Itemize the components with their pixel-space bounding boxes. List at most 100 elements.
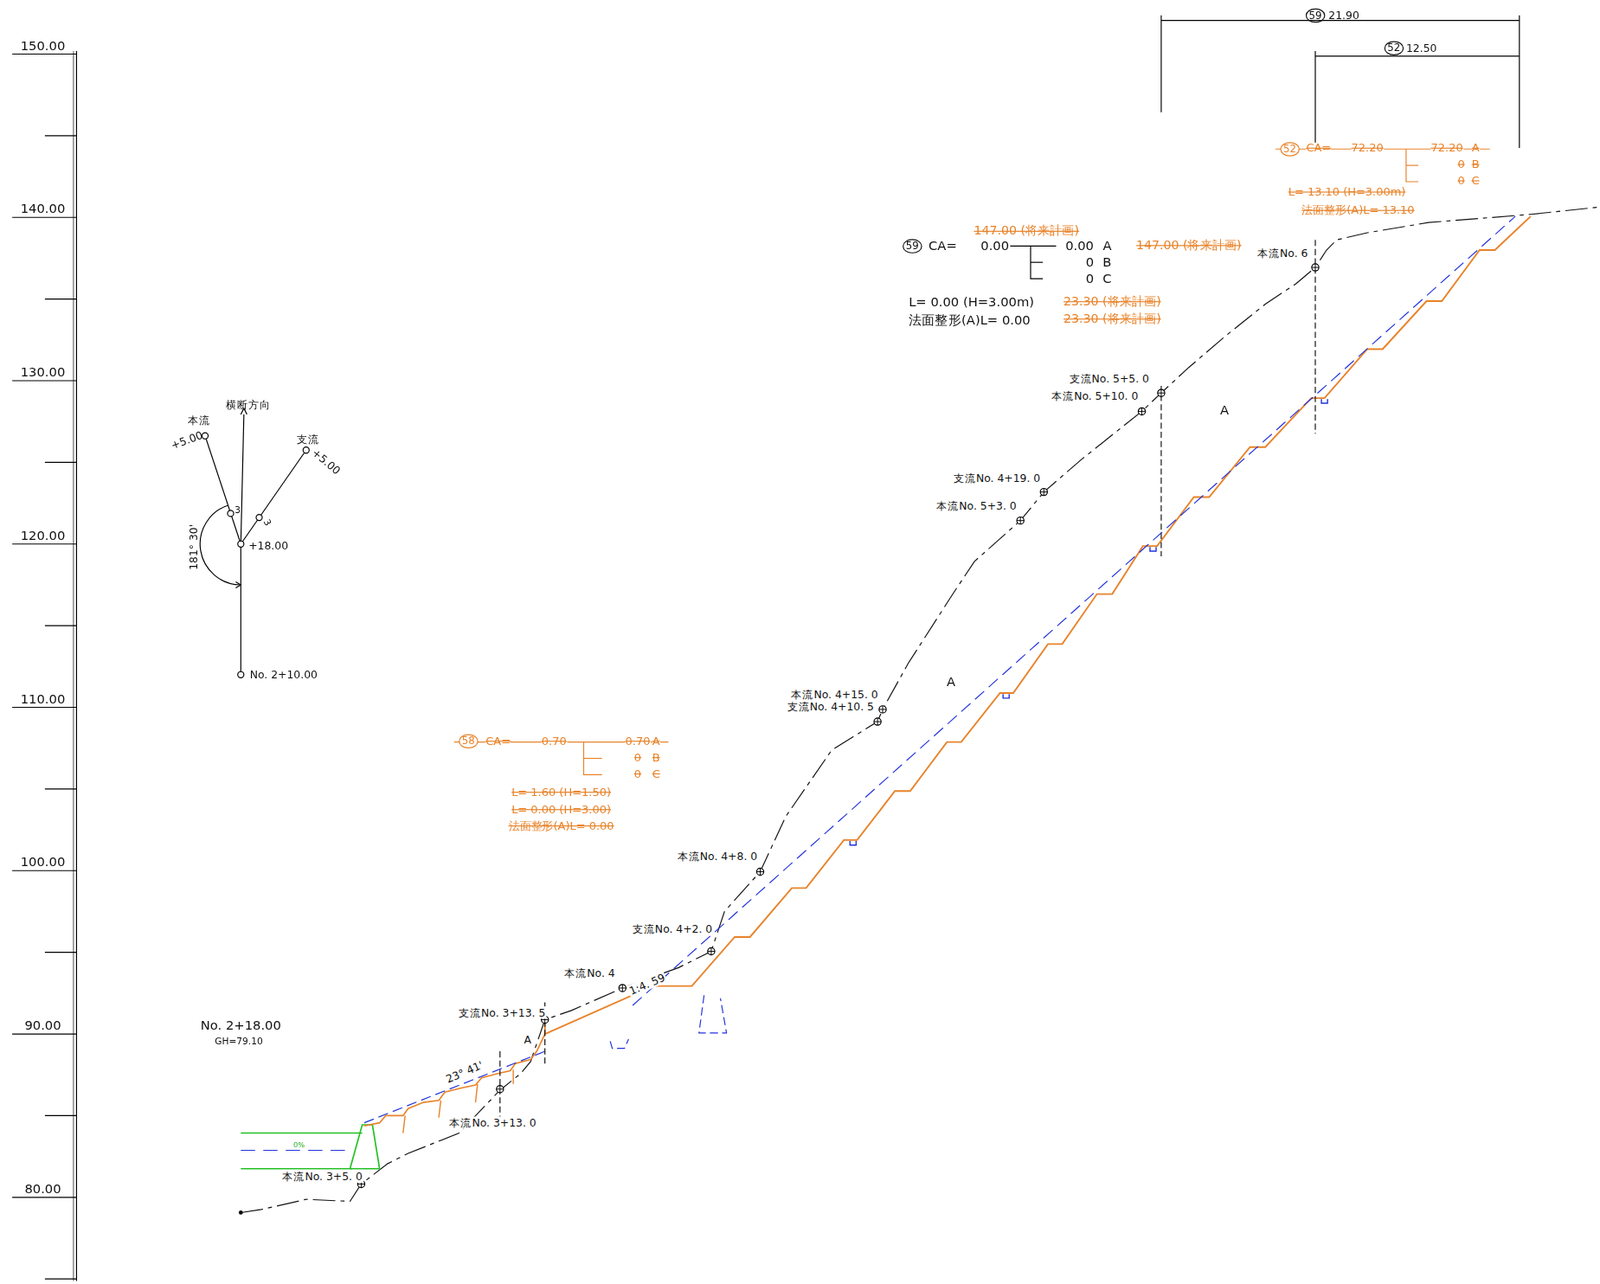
soil-class: A xyxy=(1102,238,1112,254)
bracket xyxy=(584,742,603,776)
elevation-value: 120.00 xyxy=(20,528,66,544)
quantity-value: 0.70 xyxy=(625,735,651,749)
elevation-value: 140.00 xyxy=(20,201,66,217)
ground-height: GH=79.10 xyxy=(214,1035,263,1047)
bracket xyxy=(1030,245,1043,279)
future-plan-value: 147.00 (将来計画) xyxy=(1136,238,1242,253)
soil-class: C xyxy=(652,768,661,782)
station-label: 本流No. 4+15. 0 xyxy=(790,687,880,701)
section-line xyxy=(1160,385,1162,557)
axis-minor-tick xyxy=(44,625,78,627)
station-marker xyxy=(1137,407,1145,415)
grade-value: 0% xyxy=(293,1141,305,1150)
direction-label: 本流 xyxy=(187,413,211,426)
offset-value: 3 xyxy=(261,517,274,528)
direction-label: 支流 xyxy=(296,432,320,445)
dimension-line xyxy=(1315,55,1520,57)
soil-class: B xyxy=(1471,159,1480,173)
quantity-value: L= 0.00 (H=3.00m) xyxy=(908,295,1035,310)
axis-minor-tick xyxy=(44,1278,78,1280)
callout-number: 59 xyxy=(902,238,922,253)
station-label: 支流No. 3+13. 5 xyxy=(457,1006,547,1019)
dimension-value: 21.90 xyxy=(1328,9,1359,22)
station-marker xyxy=(1160,389,1162,397)
bracket xyxy=(1009,245,1056,247)
station-marker xyxy=(1311,263,1319,271)
quantity-label: CA= xyxy=(928,238,958,254)
survey-point xyxy=(237,540,245,547)
axis-minor-tick xyxy=(44,462,78,463)
elevation-value: 130.00 xyxy=(20,365,66,380)
direction-line xyxy=(240,544,242,675)
station-marker xyxy=(882,706,884,714)
dimension-value: 12.50 xyxy=(1406,41,1437,54)
callout-number: 59 xyxy=(1305,8,1325,23)
extension-line xyxy=(1160,15,1162,113)
callout-number: 52 xyxy=(1279,141,1299,156)
offset-value: +5.00 xyxy=(309,446,343,477)
quantity-label: CA= xyxy=(1305,142,1331,156)
station-marker xyxy=(873,718,881,726)
station-label: 本流No. 3+5. 0 xyxy=(281,1169,364,1183)
station-marker xyxy=(496,1085,504,1093)
future-plan-value: 23.30 (将来計画) xyxy=(1063,312,1162,327)
angle-arc xyxy=(199,505,241,585)
ground-line xyxy=(240,206,1598,1213)
angle-value: 181° 30' xyxy=(186,524,200,571)
quantity-value: 0 xyxy=(1085,271,1094,287)
direction-line xyxy=(240,449,306,545)
elevation-axis xyxy=(76,51,78,1282)
side-ditch xyxy=(1002,693,1009,699)
section-title: No. 2+18.00 xyxy=(200,1018,282,1034)
offset-value: +5.00 xyxy=(169,428,206,451)
quantity-value: L= 0.00 (H=3.00) xyxy=(511,803,611,817)
station-label: No. 2+10.00 xyxy=(250,668,318,682)
station-marker xyxy=(756,867,764,875)
station-marker xyxy=(710,947,712,955)
quantity-value: 法面整形(A)L= 0.00 xyxy=(908,313,1031,328)
direction-line xyxy=(240,414,245,545)
step-foot xyxy=(475,1084,478,1103)
bracket xyxy=(1030,262,1043,264)
callout-number: 52 xyxy=(1384,40,1404,55)
step-foot xyxy=(512,1069,514,1085)
offset-value: 3 xyxy=(234,505,241,516)
station-marker xyxy=(1314,263,1316,271)
soil-class: C xyxy=(1471,175,1480,189)
survey-point xyxy=(302,447,309,454)
quantity-value: 0 xyxy=(634,768,642,782)
station-label: 支流No. 4+10. 5 xyxy=(786,700,876,713)
survey-point xyxy=(227,510,234,517)
soil-class: A xyxy=(946,674,956,690)
callout-number: 58 xyxy=(458,733,478,748)
soil-class: A xyxy=(1220,403,1229,418)
future-plan-value: 23.30 (将来計画) xyxy=(1063,295,1162,309)
axis-major-tick xyxy=(12,1033,77,1035)
station-marker xyxy=(1141,407,1143,415)
step-foot xyxy=(403,1115,405,1133)
axis-major-tick xyxy=(12,870,77,872)
design-steps xyxy=(364,1034,546,1126)
station-marker xyxy=(1040,488,1048,495)
soil-class: B xyxy=(1102,255,1112,270)
future-plan-value: 147.00 (将来計画) xyxy=(973,224,1080,239)
station-marker xyxy=(618,984,626,992)
side-ditch xyxy=(1321,398,1328,404)
direction-label: 横断方向 xyxy=(225,398,271,411)
section-line xyxy=(1314,239,1316,434)
elevation-axis xyxy=(72,51,74,1282)
station-marker xyxy=(877,718,879,726)
axis-major-tick xyxy=(12,706,77,708)
station-label: 支流No. 4+19. 0 xyxy=(952,471,1042,484)
station-marker xyxy=(1016,517,1024,525)
channel-line xyxy=(240,1132,362,1134)
station-label: 本流No. 5+10. 0 xyxy=(1050,390,1140,403)
axis-minor-tick xyxy=(44,951,78,953)
axis-major-tick xyxy=(12,543,77,545)
quantity-value: 0.70 xyxy=(541,735,567,749)
station-marker xyxy=(622,984,624,992)
quantity-value: 法面整形(A)L= 0.00 xyxy=(508,820,615,834)
design-slope xyxy=(545,216,1531,1035)
retaining-wall xyxy=(349,1124,380,1170)
survey-point xyxy=(237,671,245,678)
